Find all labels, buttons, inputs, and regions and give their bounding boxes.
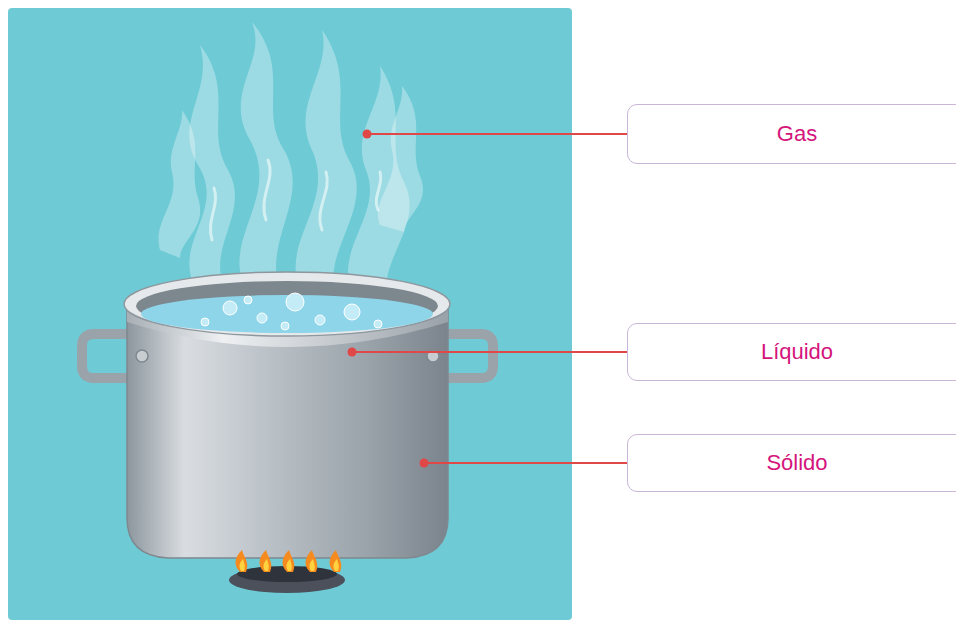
steam bbox=[159, 22, 423, 292]
leader-lines bbox=[348, 130, 628, 468]
label-box: Líquido bbox=[627, 323, 956, 381]
pot-body bbox=[127, 305, 448, 558]
state-label: Sólido bbox=[766, 450, 827, 476]
state-label: Líquido bbox=[761, 339, 833, 365]
burner bbox=[229, 550, 345, 593]
label-box: Sólido bbox=[627, 434, 956, 492]
bubbles bbox=[201, 293, 382, 330]
rivet bbox=[136, 350, 148, 362]
steam-highlights bbox=[210, 160, 380, 240]
pot-rim bbox=[124, 272, 450, 336]
background-panel bbox=[8, 8, 572, 620]
state-label: Gas bbox=[777, 121, 817, 147]
label-box: Gas bbox=[627, 104, 956, 164]
